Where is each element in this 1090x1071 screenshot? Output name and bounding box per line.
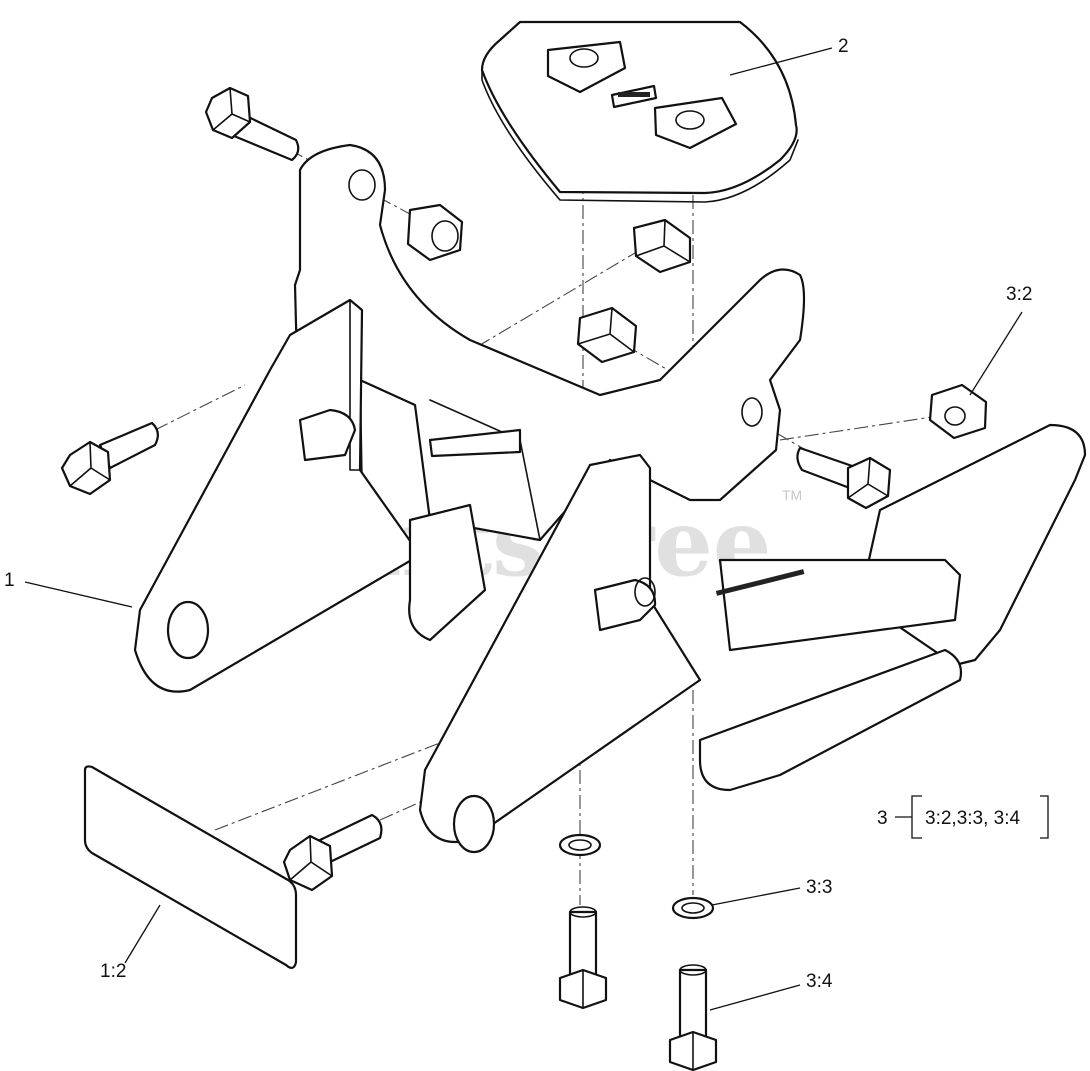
nut-upper-center: [632, 218, 692, 274]
part-3-3-washers: [558, 833, 715, 920]
nut-center: [576, 306, 638, 364]
watermark-trademark: TM: [782, 487, 802, 503]
nut-upper-left: [406, 203, 464, 262]
callout-3-2: 3:2: [1006, 284, 1032, 305]
bolt-top-left: [204, 86, 300, 162]
callout-1-2: 1:2: [100, 961, 126, 982]
kit-members: 3:2,3:3, 3:4: [925, 808, 1021, 829]
callouts: 1 2 3:2 1:2 3:3 3:4 3 3:2,3:3, 3:4: [4, 36, 1032, 992]
nut-3-2: [928, 383, 988, 440]
kit-label: 3: [877, 808, 888, 829]
callout-3-3: 3:3: [806, 877, 832, 898]
bracket-front-plate: [408, 453, 702, 854]
callout-2: 2: [838, 36, 849, 57]
part-1-bracket: [293, 143, 806, 542]
leader-lines: [24, 47, 1049, 1011]
callout-1: 1: [4, 570, 15, 591]
bracket-right-foot: [698, 423, 1087, 792]
bolt-right: [796, 446, 892, 510]
bolt-left: [60, 421, 159, 496]
part-3-4-bolts: [558, 906, 718, 1071]
part-2-seat-plate: [480, 20, 799, 203]
part-1-2-decal: [83, 765, 298, 969]
bracket-left-gusset: [133, 298, 422, 693]
callout-3-4: 3:4: [806, 971, 833, 992]
bolt-lower-left: [282, 813, 383, 892]
